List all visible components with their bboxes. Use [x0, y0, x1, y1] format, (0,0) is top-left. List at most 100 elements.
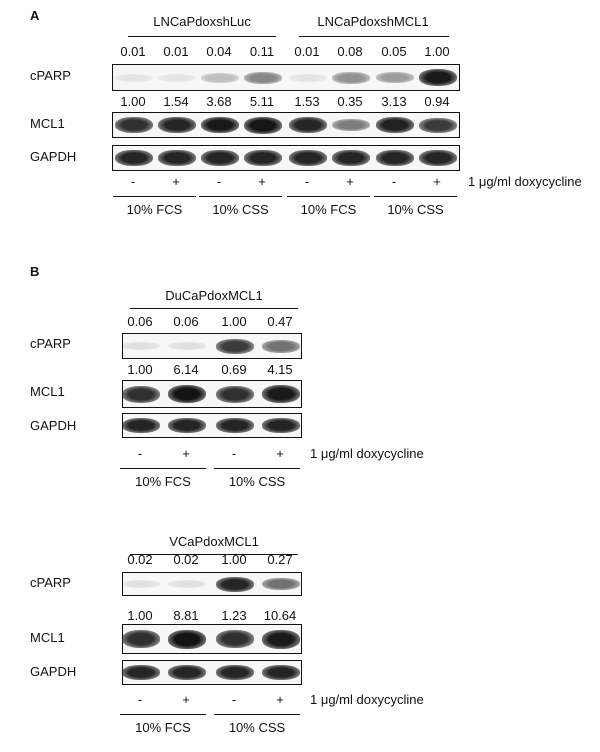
blot-band: [115, 150, 153, 166]
cparp-quant-value: 0.08: [337, 44, 363, 59]
group-underline: [130, 554, 298, 555]
blot-strip-cparp: [112, 64, 460, 91]
blot-strip-mcl1: [122, 624, 302, 654]
condition-underline: [120, 714, 206, 715]
blot-band: [332, 119, 370, 131]
mcl1-quant-value: 1.00: [127, 362, 153, 377]
mcl1-quant-value: 6.14: [173, 362, 199, 377]
mcl1-quant-value: 1.00: [120, 94, 146, 109]
mcl1-quant-value: 10.64: [263, 608, 297, 623]
blot-band: [158, 74, 196, 82]
cparp-quant-value: 1.00: [221, 314, 247, 329]
group-underline: [130, 308, 298, 309]
group-underline: [128, 36, 276, 37]
blot-band: [168, 342, 206, 350]
cparp-quant-value: 0.04: [206, 44, 232, 59]
blot-band: [289, 74, 327, 82]
cparp-quant-value: 0.02: [127, 552, 153, 567]
condition-label: 10% FCS: [126, 202, 183, 217]
group-label-lncap-shmcl1: LNCaPdoxshMCL1: [317, 14, 429, 29]
doxycycline-sign: -: [137, 446, 143, 461]
condition-underline: [113, 196, 196, 197]
blot-band: [262, 578, 300, 590]
blot-band: [262, 418, 300, 433]
blot-strip-mcl1: [112, 112, 460, 138]
blot-band: [123, 342, 160, 350]
condition-label: 10% CSS: [228, 720, 286, 735]
doxycycline-sign: -: [304, 174, 310, 189]
blot-band: [216, 418, 254, 433]
doxycycline-sign: -: [231, 692, 237, 707]
blot-band: [201, 73, 239, 83]
blot-band: [419, 150, 457, 166]
treatment-label: 1 μg/ml doxycycline: [468, 174, 582, 189]
row-label-cparp: cPARP: [30, 336, 71, 351]
blot-band: [115, 117, 153, 133]
group-label-lncap-shluc: LNCaPdoxshLuc: [153, 14, 251, 29]
blot-band: [376, 72, 414, 83]
condition-label: 10% CSS: [212, 202, 269, 217]
mcl1-quant-value: 0.94: [424, 94, 450, 109]
treatment-label: 1 μg/ml doxycycline: [310, 446, 424, 461]
blot-band: [376, 150, 414, 166]
row-label-gapdh: GAPDH: [30, 664, 77, 679]
cparp-quant-value: 0.27: [267, 552, 293, 567]
condition-label: 10% CSS: [387, 202, 444, 217]
condition-underline: [374, 196, 457, 197]
doxycycline-sign: +: [346, 174, 354, 189]
blot-band: [168, 665, 206, 680]
condition-underline: [120, 468, 206, 469]
cparp-quant-value: 0.06: [127, 314, 153, 329]
condition-label: 10% FCS: [135, 474, 191, 489]
row-label-mcl1: MCL1: [30, 384, 65, 399]
blot-band: [419, 69, 457, 86]
mcl1-quant-value: 0.35: [337, 94, 363, 109]
blot-band: [244, 117, 282, 134]
blot-band: [376, 117, 414, 133]
mcl1-quant-value: 1.00: [127, 608, 153, 623]
blot-band: [244, 72, 282, 84]
blot-band: [289, 150, 327, 166]
mcl1-quant-value: 5.11: [249, 94, 275, 109]
blot-band: [216, 386, 254, 403]
doxycycline-sign: -: [130, 174, 136, 189]
condition-label: 10% CSS: [228, 474, 286, 489]
group-label-vcap: VCaPdoxMCL1: [169, 534, 259, 549]
doxycycline-sign: +: [182, 446, 190, 461]
group-underline: [299, 36, 449, 37]
cparp-quant-value: 0.02: [173, 552, 199, 567]
blot-band: [262, 630, 300, 649]
mcl1-quant-value: 1.54: [163, 94, 189, 109]
blot-band: [168, 385, 206, 403]
row-label-cparp: cPARP: [30, 68, 71, 83]
blot-strip-gapdh: [122, 413, 302, 438]
blot-band: [216, 339, 254, 354]
blot-band: [289, 117, 327, 133]
blot-band: [123, 418, 160, 433]
blot-band: [216, 630, 254, 648]
cparp-quant-value: 1.00: [424, 44, 450, 59]
row-label-mcl1: MCL1: [30, 630, 65, 645]
blot-band: [168, 630, 206, 649]
blot-band: [158, 150, 196, 166]
cparp-quant-value: 0.11: [249, 44, 275, 59]
doxycycline-sign: -: [137, 692, 143, 707]
blot-strip-cparp: [122, 333, 302, 359]
condition-underline: [214, 714, 300, 715]
blot-band: [123, 665, 160, 680]
doxycycline-sign: +: [258, 174, 266, 189]
cparp-quant-value: 0.01: [294, 44, 320, 59]
doxycycline-sign: -: [231, 446, 237, 461]
blot-strip-gapdh: [112, 145, 460, 171]
blot-band: [201, 150, 239, 166]
cparp-quant-value: 0.06: [173, 314, 199, 329]
mcl1-quant-value: 1.53: [294, 94, 320, 109]
blot-band: [168, 418, 206, 433]
doxycycline-sign: +: [276, 692, 284, 707]
cparp-quant-value: 0.01: [120, 44, 146, 59]
blot-band: [332, 150, 370, 166]
blot-band: [262, 665, 300, 680]
condition-underline: [214, 468, 300, 469]
blot-band: [262, 340, 300, 353]
panel-label-a: A: [30, 8, 40, 23]
